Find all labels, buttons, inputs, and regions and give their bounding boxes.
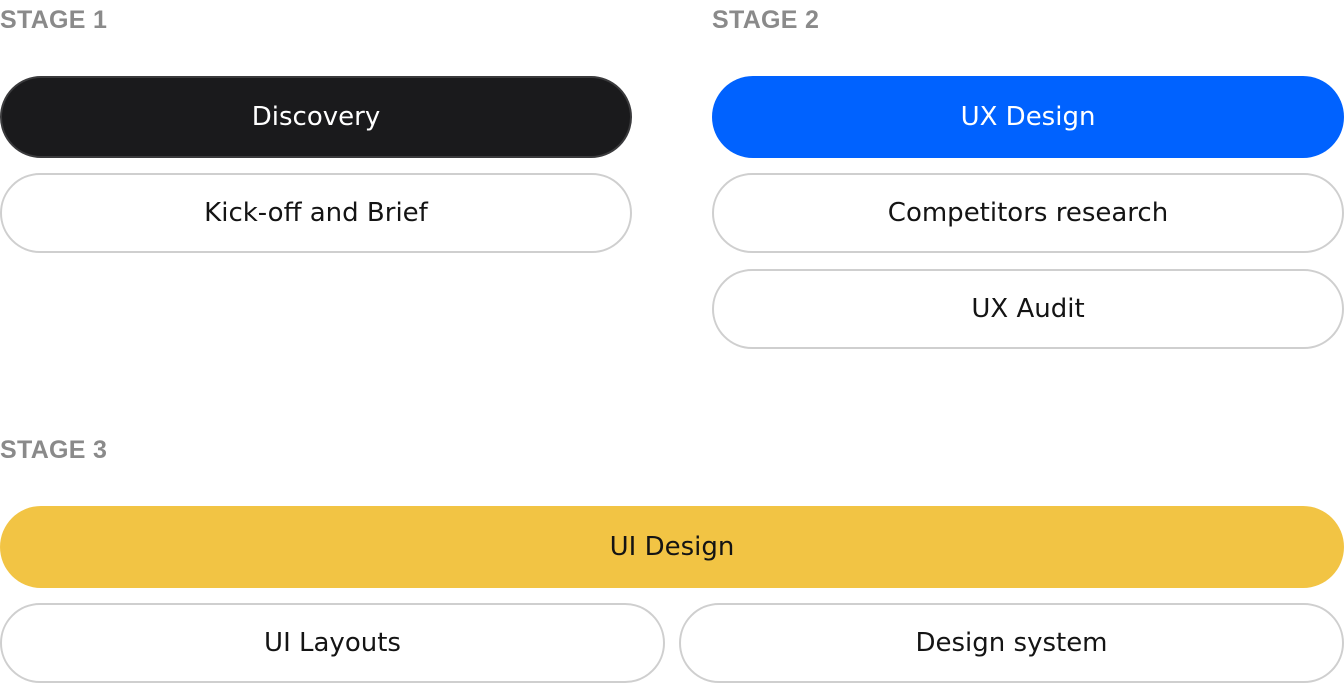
ux-audit-pill: UX Audit [712, 269, 1344, 349]
ui-layouts-pill: UI Layouts [0, 603, 665, 683]
discovery-header-pill: Discovery [0, 76, 632, 158]
competitors-research-pill: Competitors research [712, 173, 1344, 253]
stage-2-label: STAGE 2 [712, 6, 820, 34]
kick-off-and-brief-pill: Kick-off and Brief [0, 173, 632, 253]
stage-3-label: STAGE 3 [0, 436, 108, 464]
stage-1-label: STAGE 1 [0, 6, 108, 34]
ux-design-header-pill: UX Design [712, 76, 1344, 158]
ui-design-header-pill: UI Design [0, 506, 1344, 588]
design-system-pill: Design system [679, 603, 1344, 683]
